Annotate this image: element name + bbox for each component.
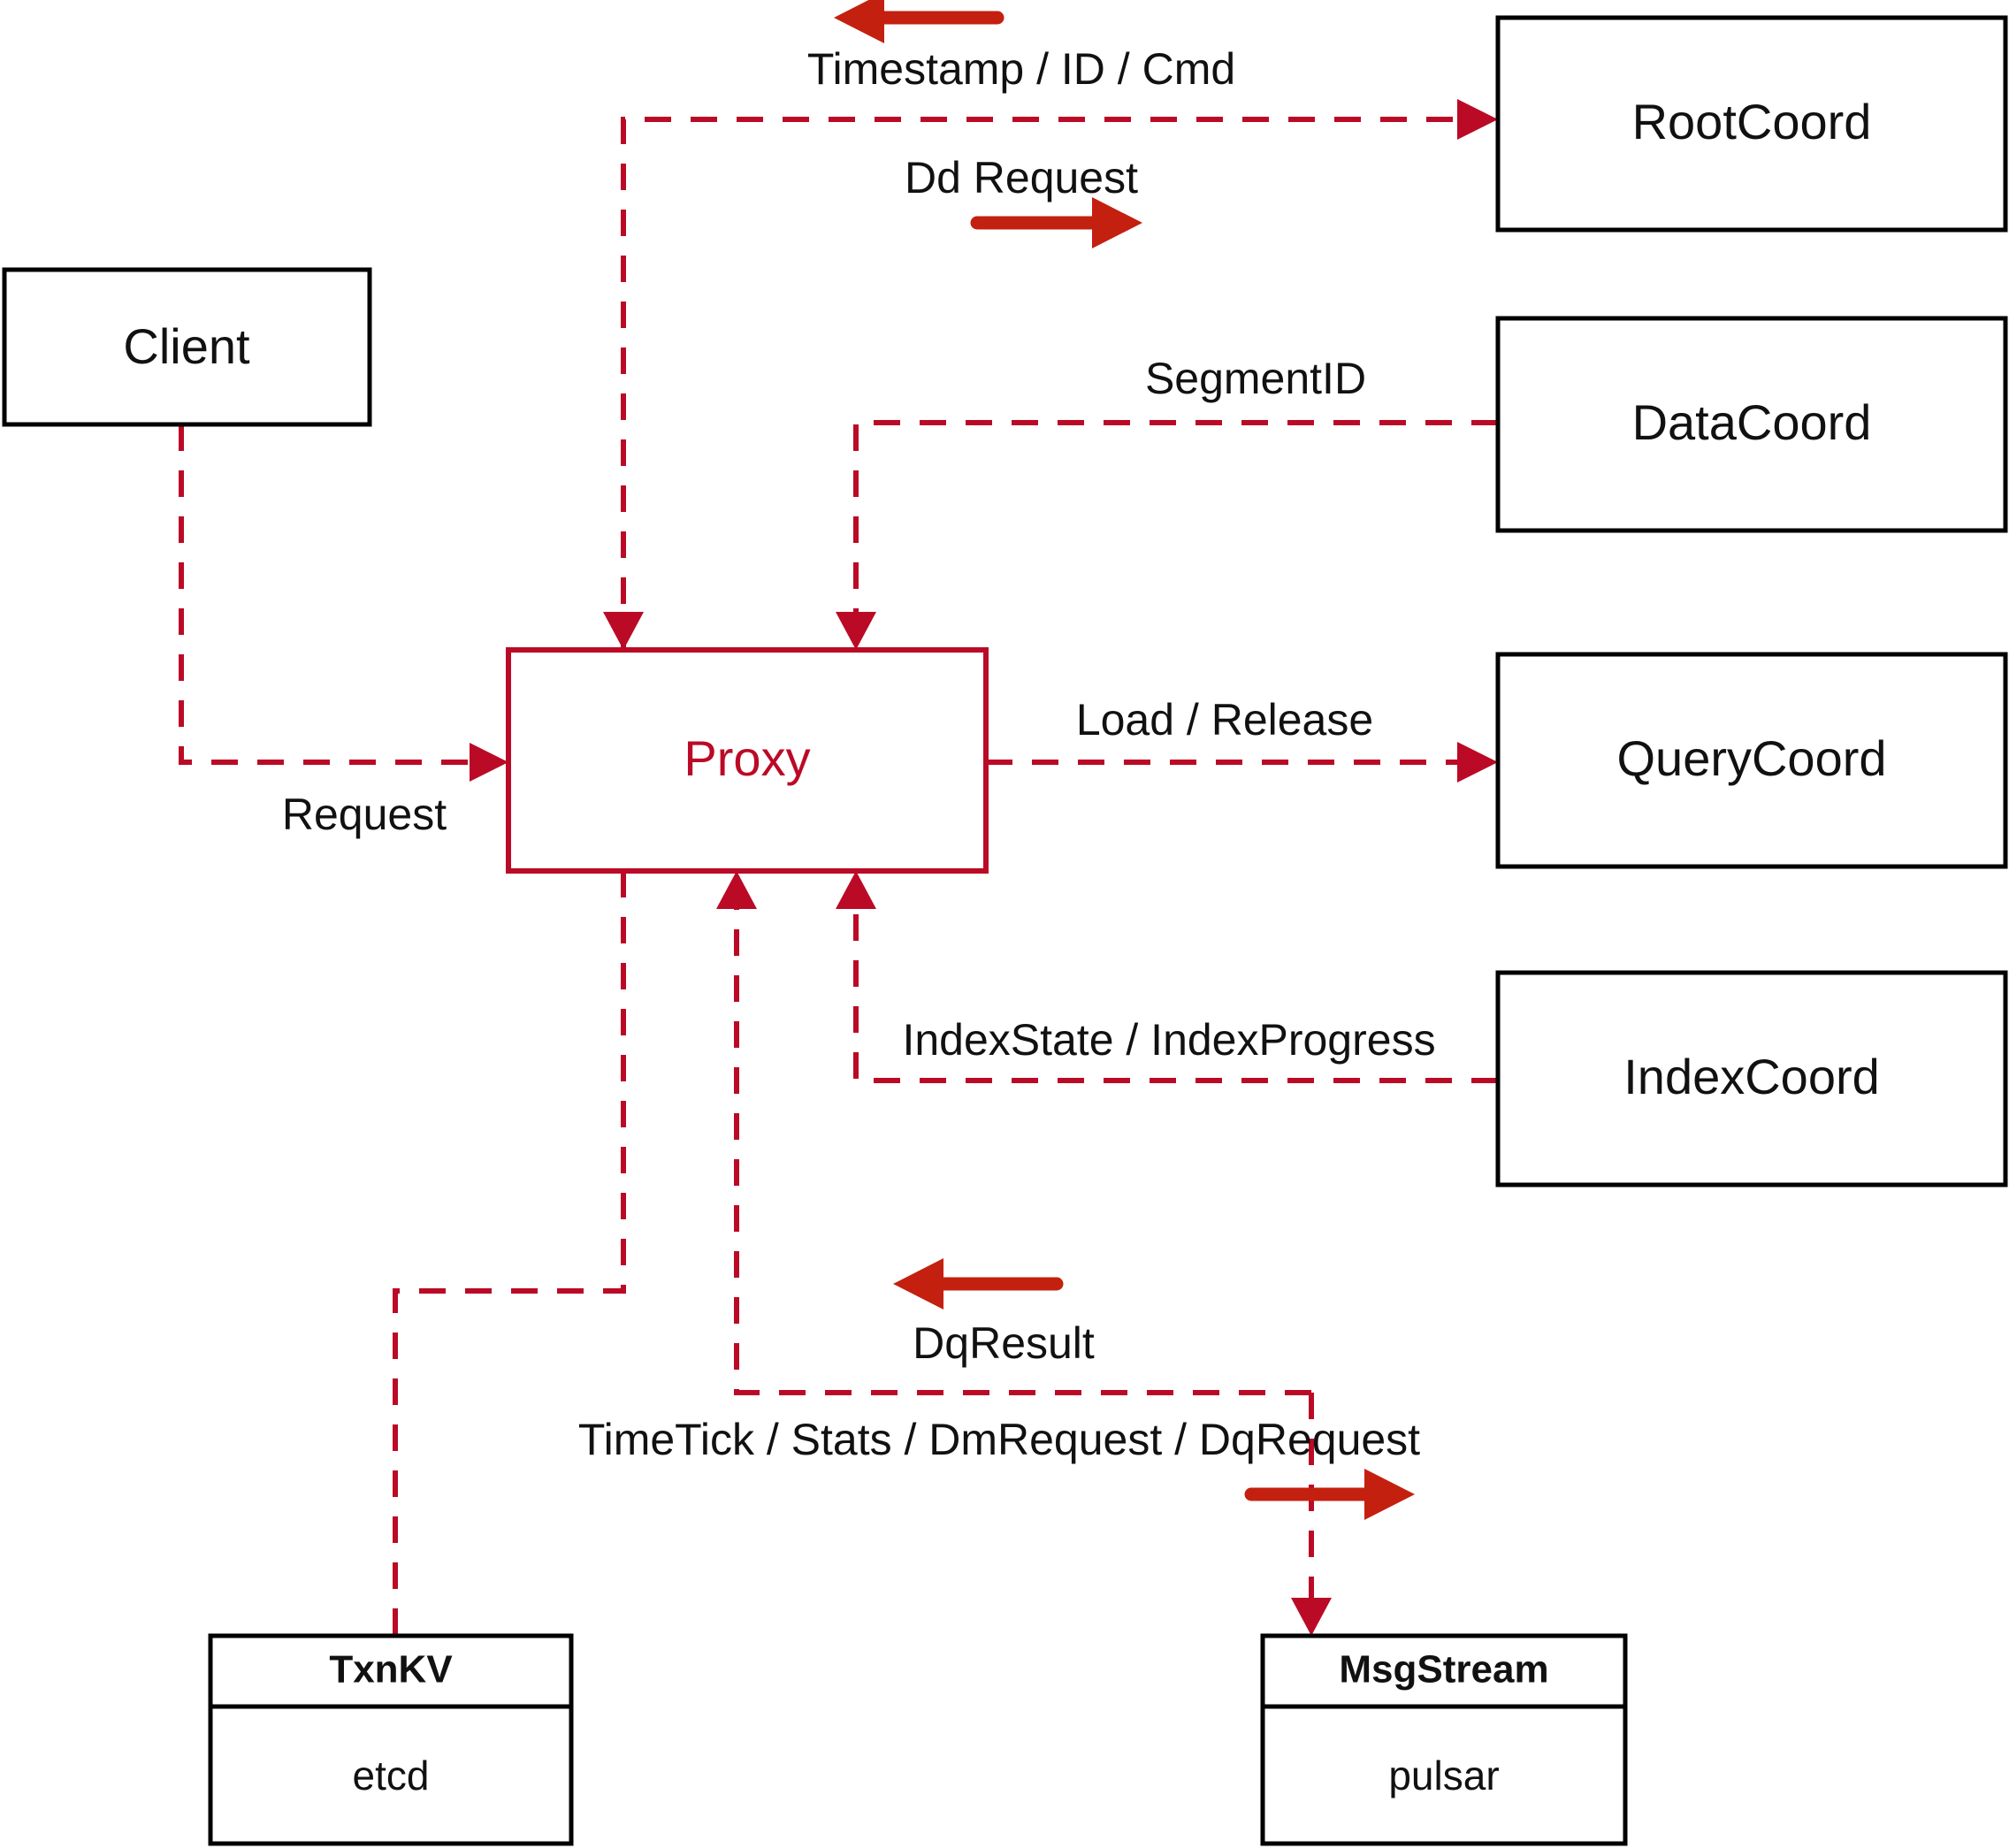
- client-box[interactable]: [2, 267, 372, 427]
- node-rootcoord[interactable]: RootCoord: [1495, 15, 2008, 233]
- msgstream-box[interactable]: [1260, 1633, 1628, 1846]
- rootcoord-box[interactable]: [1495, 15, 2008, 233]
- node-querycoord[interactable]: QueryCoord: [1495, 652, 2008, 869]
- edge-segmentid: [836, 420, 1498, 650]
- edge-segmentid-arrowhead: [836, 612, 876, 650]
- edge-label-timetick-stats-dm-dq: TimeTick / Stats / DmRequest / DqRequest: [578, 1415, 1420, 1464]
- node-txnkv[interactable]: TxnKV etcd: [208, 1633, 574, 1846]
- rootcoord-label: RootCoord: [1632, 94, 1872, 149]
- indexcoord-label: IndexCoord: [1623, 1049, 1880, 1104]
- edge-timetick-arrowhead: [1291, 1598, 1332, 1636]
- edge-label-timestamp-id-cmd: Timestamp / ID / Cmd: [807, 44, 1235, 94]
- edge-txnkv-path: [393, 871, 626, 1636]
- edge-indexstate-arrowhead: [836, 871, 876, 909]
- proxy-label: Proxy: [684, 730, 810, 786]
- edge-indexstate: [836, 871, 1498, 1083]
- querycoord-label: QueryCoord: [1616, 730, 1886, 786]
- edge-dqresult-arrowhead: [716, 871, 757, 909]
- edge-rootcoord-arrowhead: [1457, 99, 1498, 140]
- client-label: Client: [123, 318, 250, 374]
- edge-label-segmentid: SegmentID: [1145, 354, 1366, 403]
- msgstream-title: MsgStream: [1339, 1648, 1548, 1691]
- direction-arrow-timetick: [1244, 1469, 1415, 1520]
- node-indexcoord[interactable]: IndexCoord: [1495, 970, 2008, 1187]
- direction-arrow-timestamp-id-cmd: [834, 0, 1004, 43]
- node-proxy[interactable]: Proxy: [506, 647, 989, 874]
- txnkv-title: TxnKV: [329, 1648, 453, 1691]
- node-datacoord[interactable]: DataCoord: [1495, 316, 2008, 533]
- edge-rootcoord-path: [621, 117, 1468, 650]
- txnkv-box[interactable]: [208, 1633, 574, 1846]
- node-client[interactable]: Client: [2, 267, 372, 427]
- edge-label-load-release: Load / Release: [1076, 695, 1373, 745]
- edge-dqresult: [716, 871, 1311, 1395]
- edge-label-dd-request: Dd Request: [905, 153, 1138, 202]
- proxy-box[interactable]: [506, 647, 989, 874]
- edge-loadrelease-arrowhead: [1457, 742, 1498, 783]
- edge-rootcoord: [603, 99, 1498, 650]
- edge-loadrelease: [986, 742, 1498, 783]
- direction-arrow-dd-request: [970, 197, 1142, 248]
- edge-request-arrowhead: [470, 743, 508, 782]
- datacoord-label: DataCoord: [1632, 394, 1872, 450]
- indexcoord-box[interactable]: [1495, 970, 2008, 1187]
- edge-label-index-state-progress: IndexState / IndexProgress: [902, 1015, 1435, 1065]
- edge-request-path: [179, 424, 491, 765]
- edge-txnkv: [393, 871, 626, 1636]
- querycoord-box[interactable]: [1495, 652, 2008, 869]
- direction-arrow-dqresult: [893, 1258, 1064, 1310]
- datacoord-box[interactable]: [1495, 316, 2008, 533]
- edge-indexstate-path: [853, 902, 1498, 1083]
- edge-rootcoord-proxy-arrowhead: [603, 612, 644, 650]
- edge-request: [179, 424, 508, 782]
- edge-dqresult-path: [734, 902, 1311, 1395]
- node-msgstream[interactable]: MsgStream pulsar: [1260, 1633, 1628, 1846]
- msgstream-impl: pulsar: [1388, 1753, 1499, 1798]
- edge-label-request: Request: [282, 790, 447, 839]
- edge-label-dq-result: DqResult: [913, 1318, 1095, 1368]
- txnkv-impl: etcd: [353, 1753, 430, 1798]
